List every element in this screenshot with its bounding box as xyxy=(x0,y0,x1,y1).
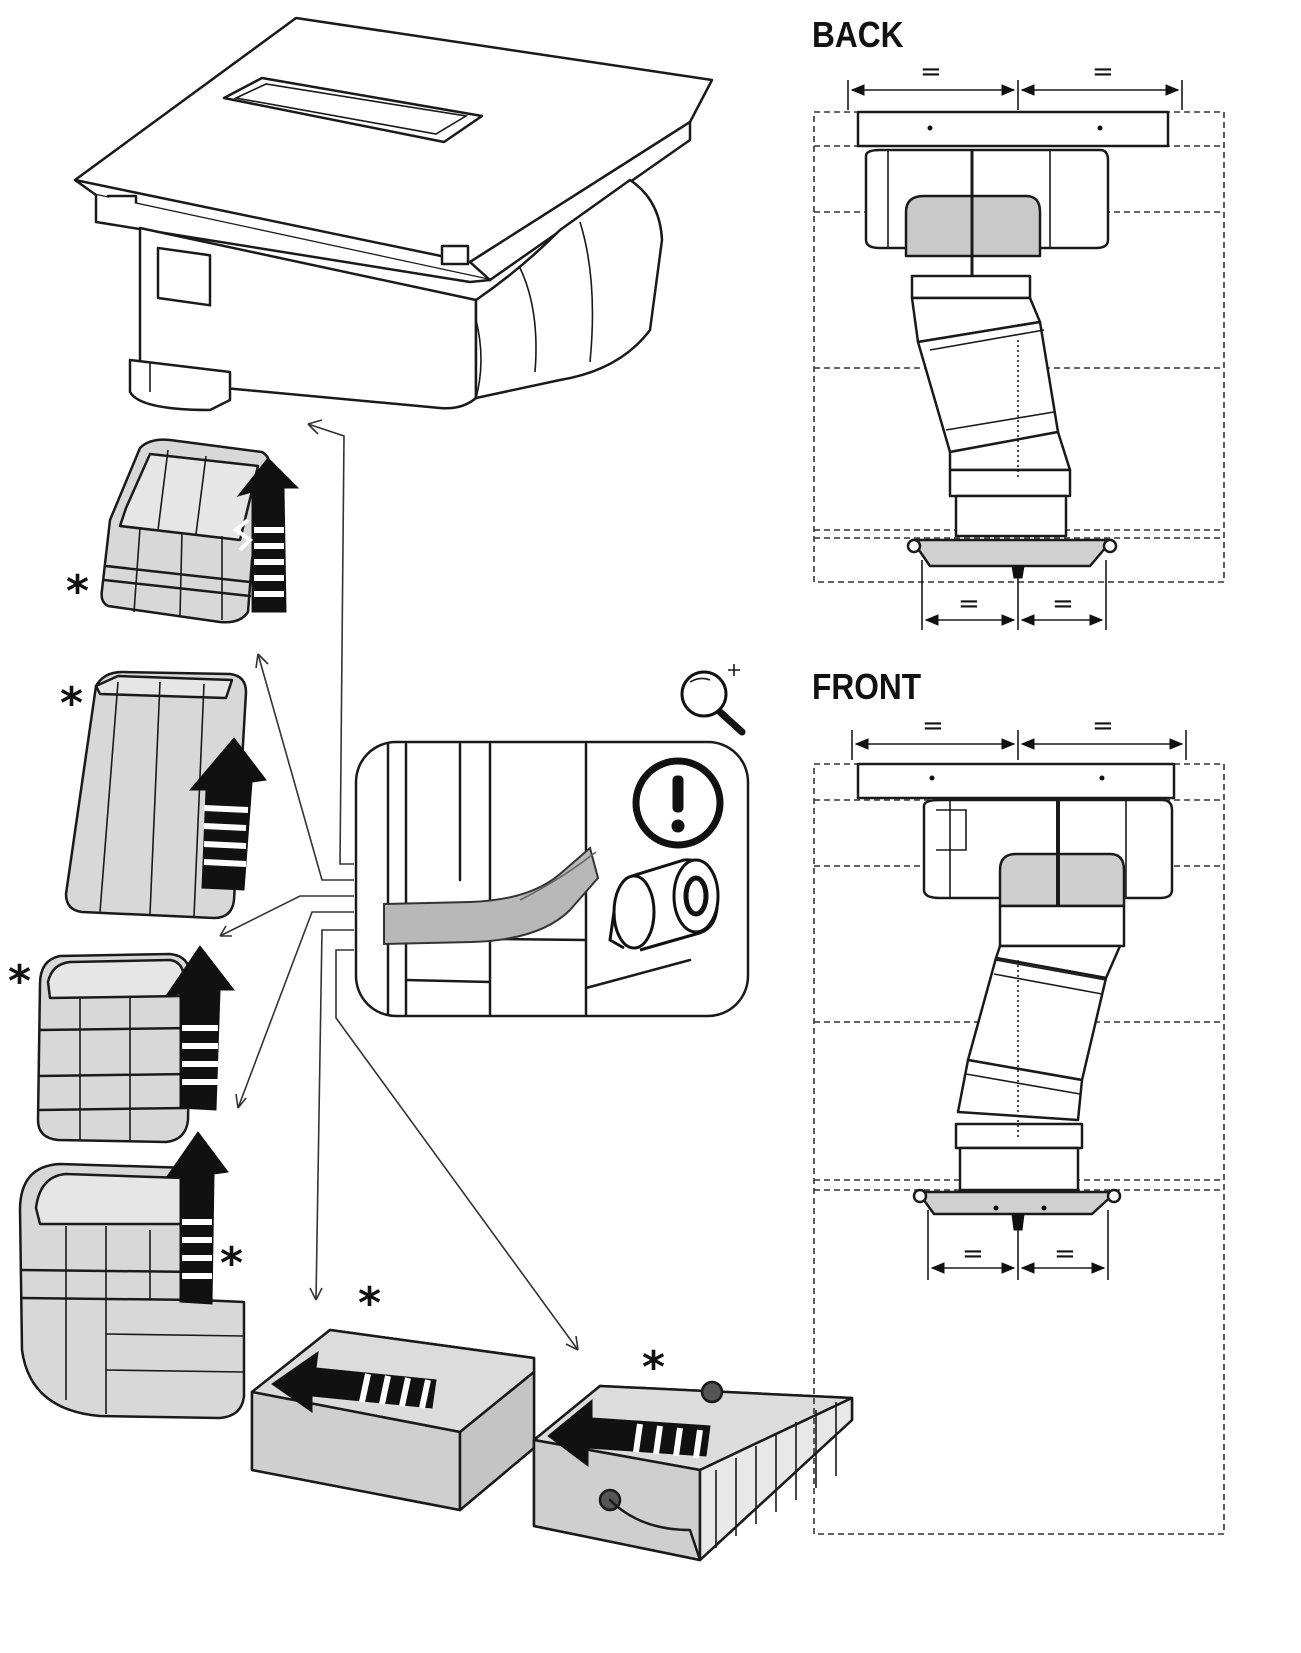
equal-distance-label: = xyxy=(1052,589,1074,619)
equal-distance-label: = xyxy=(958,589,980,619)
optional-marker: * xyxy=(642,1342,665,1393)
equal-distance-label: = xyxy=(1092,711,1114,741)
insert-arrow-icon xyxy=(236,457,300,613)
hob-unit xyxy=(73,16,714,412)
duct-part-3 xyxy=(36,945,236,1144)
insert-arrow-icon xyxy=(547,1398,711,1467)
back-view-drawing: = = = = xyxy=(813,57,1225,630)
equal-distance-label: = xyxy=(922,711,944,741)
insert-arrow-icon xyxy=(188,737,267,891)
optional-marker: * xyxy=(60,678,83,729)
fixing-clip-right xyxy=(440,244,470,266)
front-view-title: FRONT xyxy=(812,666,922,707)
equal-distance-label: = xyxy=(1092,57,1114,87)
equal-distance-label: = xyxy=(920,57,942,87)
tape-roll-icon xyxy=(608,858,720,952)
hob-label-plate xyxy=(156,246,212,307)
optional-marker: * xyxy=(358,1278,381,1329)
duct-part-2 xyxy=(64,670,267,920)
duct-part-5-flat xyxy=(250,1328,536,1512)
duct-part-6-outlet xyxy=(532,1380,854,1562)
insert-arrow-icon xyxy=(271,1350,437,1413)
front-view-drawing: = = = = xyxy=(813,711,1225,1535)
magnifier-zoom-icon xyxy=(680,664,746,736)
connector-lines xyxy=(219,419,579,1351)
back-view-title: BACK xyxy=(812,14,904,55)
duct-part-1 xyxy=(100,438,300,624)
insert-arrow-icon xyxy=(164,1131,229,1305)
equal-distance-label: = xyxy=(1054,1239,1076,1269)
optional-marker: * xyxy=(8,956,31,1007)
warning-exclamation-icon xyxy=(632,757,724,849)
duct-part-4-elbow xyxy=(18,1131,246,1420)
optional-marker: * xyxy=(66,566,89,617)
optional-marker: * xyxy=(220,1238,243,1289)
equal-distance-label: = xyxy=(962,1239,984,1269)
